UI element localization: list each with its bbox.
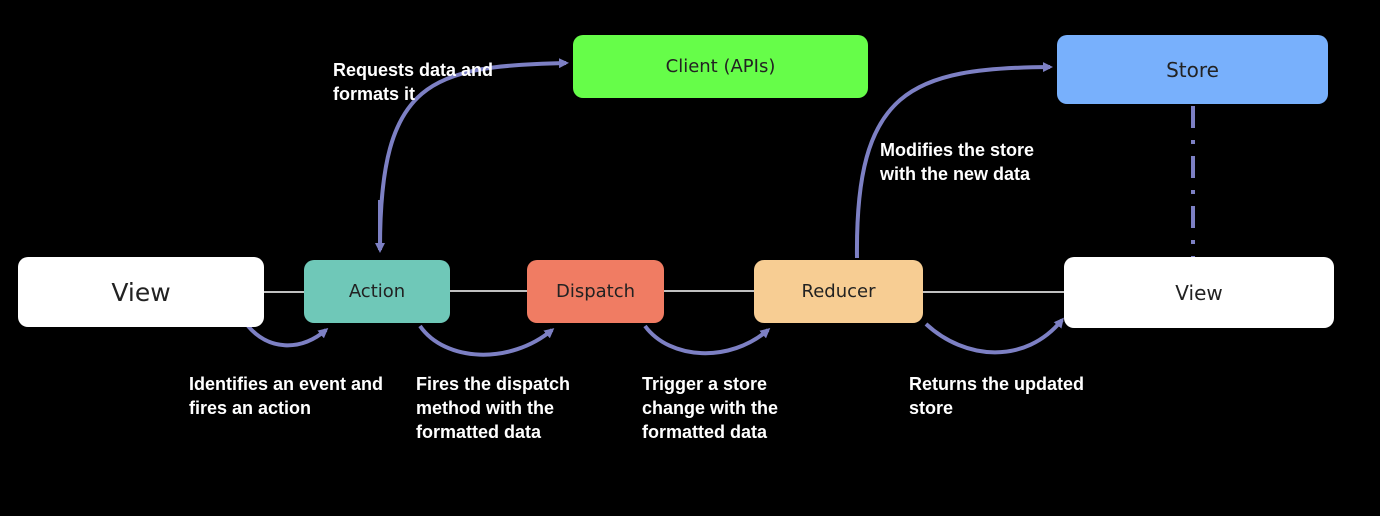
client-apis-node-label: Client (APIs): [665, 56, 776, 77]
view-node-right-label: View: [1175, 280, 1223, 305]
reducer-node-label: Reducer: [801, 281, 876, 302]
action-node-label: Action: [348, 281, 406, 302]
store-node: Store: [1057, 35, 1328, 104]
annotation-returns-store: Returns the updated store: [909, 374, 1085, 418]
client-apis-node: Client (APIs): [573, 35, 868, 98]
annotation-identifies-event: Identifies an event and fires an action: [189, 374, 384, 418]
dispatch-node-label: Dispatch: [555, 281, 636, 302]
arrow-dispatch-to-reducer: [643, 324, 771, 356]
reducer-node: Reducer: [754, 260, 923, 323]
view-node-left-label: View: [111, 277, 171, 307]
annotation-fires-dispatch: Fires the dispatch method with the forma…: [416, 374, 571, 442]
annotation-requests-data: Requests data and formats it: [333, 60, 494, 104]
arrow-reducer-to-view: [924, 317, 1064, 355]
store-node-label: Store: [1166, 57, 1219, 82]
arrow-action-to-client: [378, 58, 569, 249]
arrow-reducer-to-store: [854, 62, 1053, 259]
arrow-view-to-action: [246, 324, 329, 348]
view-node-right: View: [1064, 257, 1334, 328]
action-node: Action: [304, 260, 450, 323]
annotation-trigger-store-change: Trigger a store change with the formatte…: [642, 374, 779, 442]
arrow-action-to-dispatch: [418, 324, 555, 357]
view-node-left: View: [18, 257, 264, 327]
annotation-modifies-store: Modifies the store with the new data: [880, 140, 1035, 184]
dispatch-node: Dispatch: [527, 260, 664, 323]
